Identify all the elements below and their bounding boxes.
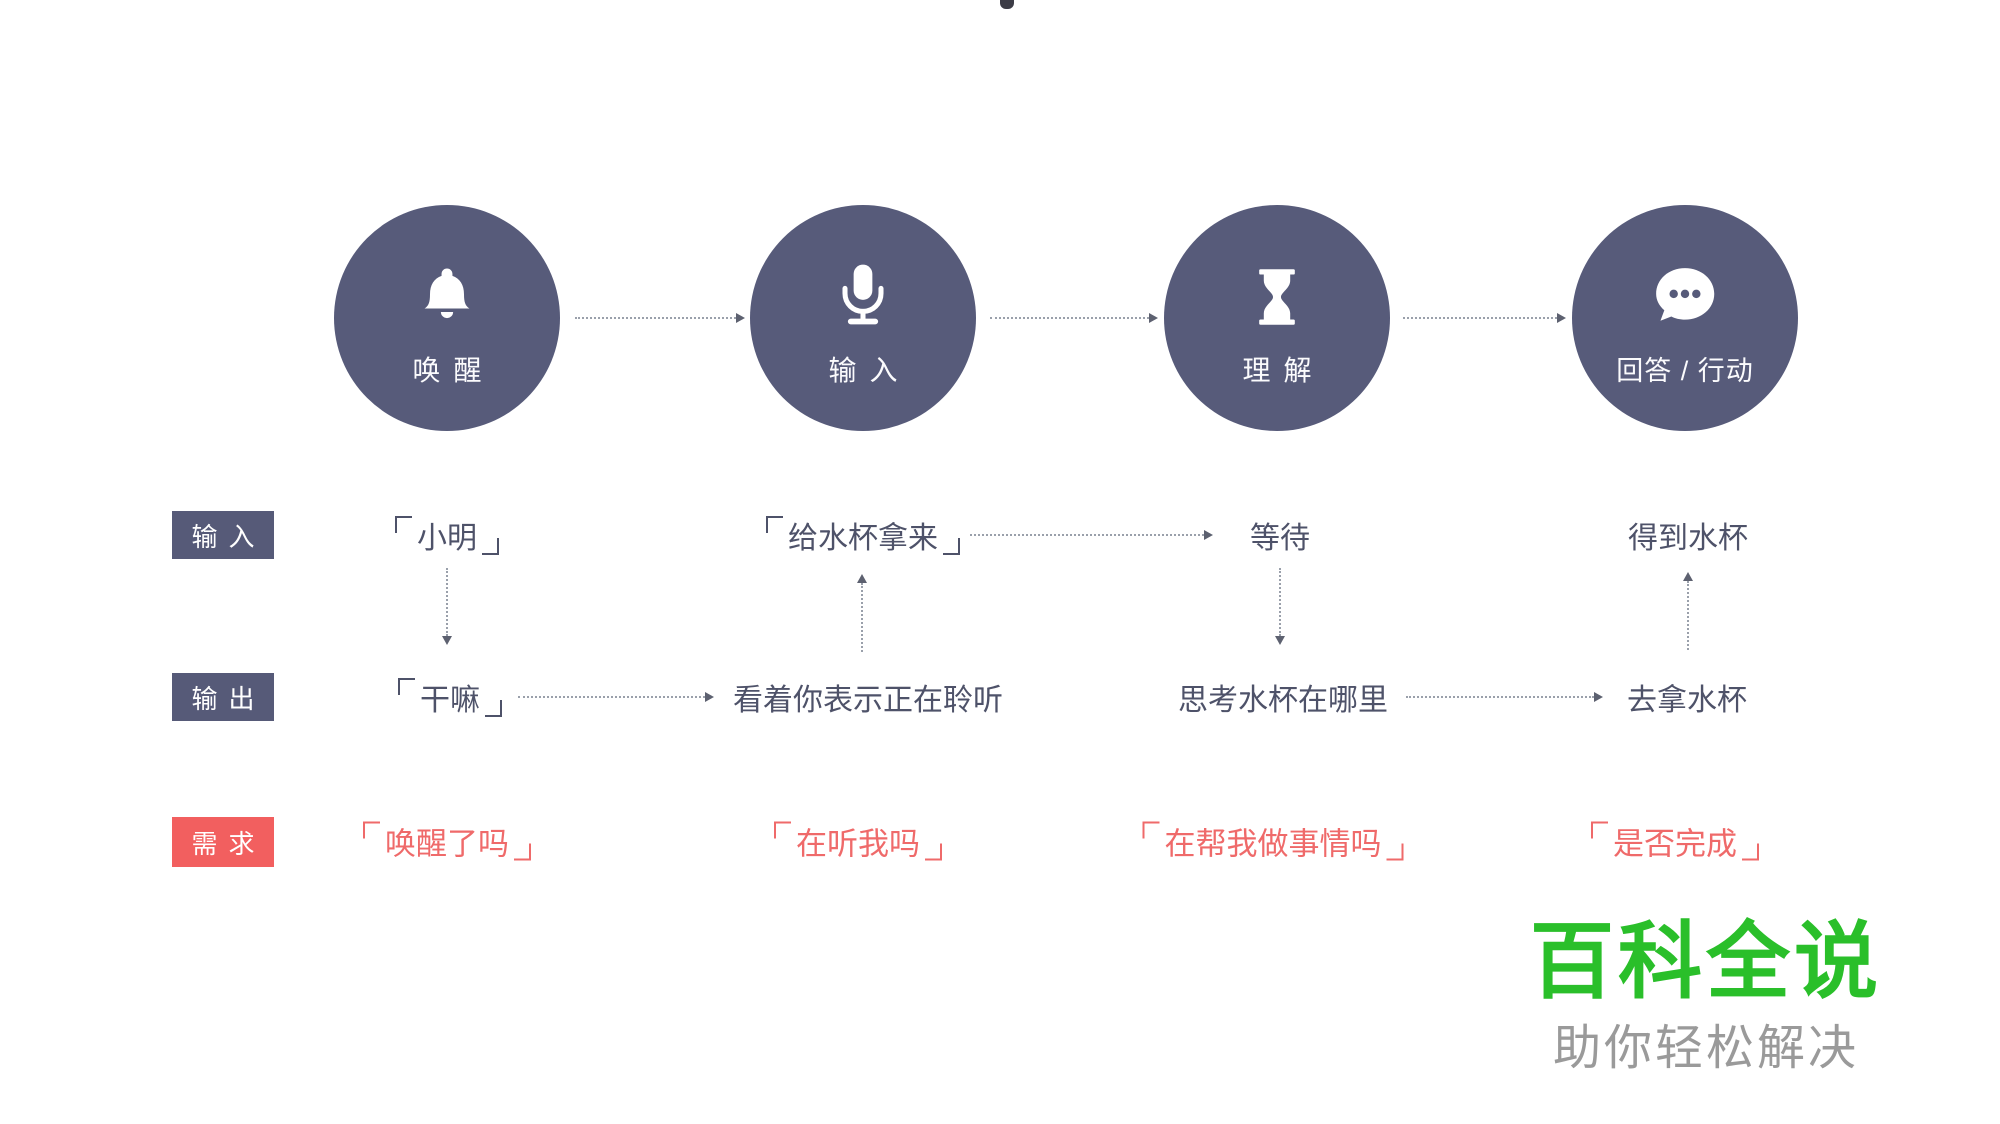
stage-label: 输入 [828, 355, 911, 386]
bracket-close [482, 537, 499, 555]
cell-input-wait: 等待 [1250, 513, 1310, 557]
cell-text: 看着你表示正在聆听 [733, 684, 1003, 717]
arrow-bringcup-to-wait [970, 530, 1213, 540]
stage-label: 回答 / 行动 [1616, 356, 1754, 386]
bracket-close [485, 699, 502, 717]
bracket-open [398, 677, 415, 695]
stage-circle-wake: 唤醒 [334, 205, 560, 431]
watermark-subtitle: 助你轻松解决 [1552, 1022, 1860, 1075]
bracket-open [766, 515, 783, 533]
bracket-close [1386, 843, 1404, 861]
cell-output-listening: 看着你表示正在聆听 [733, 675, 1003, 719]
cell-text: 唤醒了吗 [385, 826, 509, 862]
chat-bubble-icon [1646, 249, 1724, 345]
cell-input-get-cup: 得到水杯 [1628, 513, 1748, 557]
cell-demand-listening: 在听我吗 [774, 819, 942, 864]
hourglass-icon [1244, 249, 1310, 345]
stage-circle-understand: 理解 [1164, 205, 1390, 431]
cell-text: 在帮我做事情吗 [1164, 826, 1382, 862]
row-chip-label: 输入 [191, 521, 266, 552]
cell-text: 小明 [417, 522, 477, 555]
bracket-close [925, 843, 942, 861]
row-chip-output: 输出 [172, 673, 274, 721]
row-chip-label: 输出 [191, 683, 266, 714]
cell-text: 等待 [1250, 522, 1310, 555]
stage-label: 唤醒 [412, 355, 495, 386]
cell-text: 是否完成 [1613, 826, 1737, 862]
arrow-input-to-understand [990, 313, 1158, 323]
arrow-xiaoming-down-what [442, 568, 452, 645]
row-chip-label: 需求 [191, 828, 266, 859]
cell-output-fetch-cup: 去拿水杯 [1627, 675, 1747, 719]
arrow-understand-to-answer [1403, 313, 1566, 323]
bell-icon [413, 249, 481, 345]
bracket-close [514, 843, 531, 861]
arrow-what-to-listening [518, 692, 714, 702]
cell-text: 干嘛 [420, 684, 480, 717]
stage-label: 理解 [1242, 355, 1325, 386]
cell-demand-helping: 在帮我做事情吗 [1142, 819, 1404, 864]
bracket-open [395, 515, 412, 533]
bracket-open [363, 821, 380, 839]
cell-text: 给水杯拿来 [788, 522, 938, 555]
stage-circle-answer-action: 回答 / 行动 [1572, 205, 1798, 431]
arrow-wait-down-thinking [1275, 568, 1285, 645]
arrow-wake-to-input [575, 313, 745, 323]
cell-demand-done: 是否完成 [1591, 819, 1759, 864]
row-chip-input: 输入 [172, 511, 274, 559]
arrow-fetch-up-getcup [1683, 572, 1693, 650]
bracket-close [943, 537, 960, 555]
arrow-listening-up-bringcup [857, 574, 867, 652]
cell-input-bring-cup: 给水杯拿来 [766, 513, 960, 557]
cell-output-thinking: 思考水杯在哪里 [1178, 675, 1388, 719]
cell-text: 去拿水杯 [1627, 684, 1747, 717]
cell-text: 在听我吗 [796, 826, 920, 862]
bracket-open [1142, 821, 1160, 839]
cell-text: 得到水杯 [1628, 522, 1748, 555]
cell-output-what: 干嘛 [398, 675, 502, 719]
artifact-speck [1000, 0, 1014, 9]
stage-circle-input: 输入 [750, 205, 976, 431]
bracket-open [774, 821, 791, 839]
cell-demand-awake: 唤醒了吗 [363, 819, 531, 864]
bracket-close [1742, 843, 1759, 861]
cell-text: 思考水杯在哪里 [1178, 684, 1388, 717]
bracket-open [1591, 821, 1608, 839]
cell-input-xiaoming: 小明 [395, 513, 499, 557]
microphone-icon [827, 249, 899, 345]
arrow-thinking-to-fetch [1406, 692, 1603, 702]
row-chip-demand: 需求 [172, 817, 274, 867]
watermark-title: 百科全说 [1529, 914, 1883, 1009]
